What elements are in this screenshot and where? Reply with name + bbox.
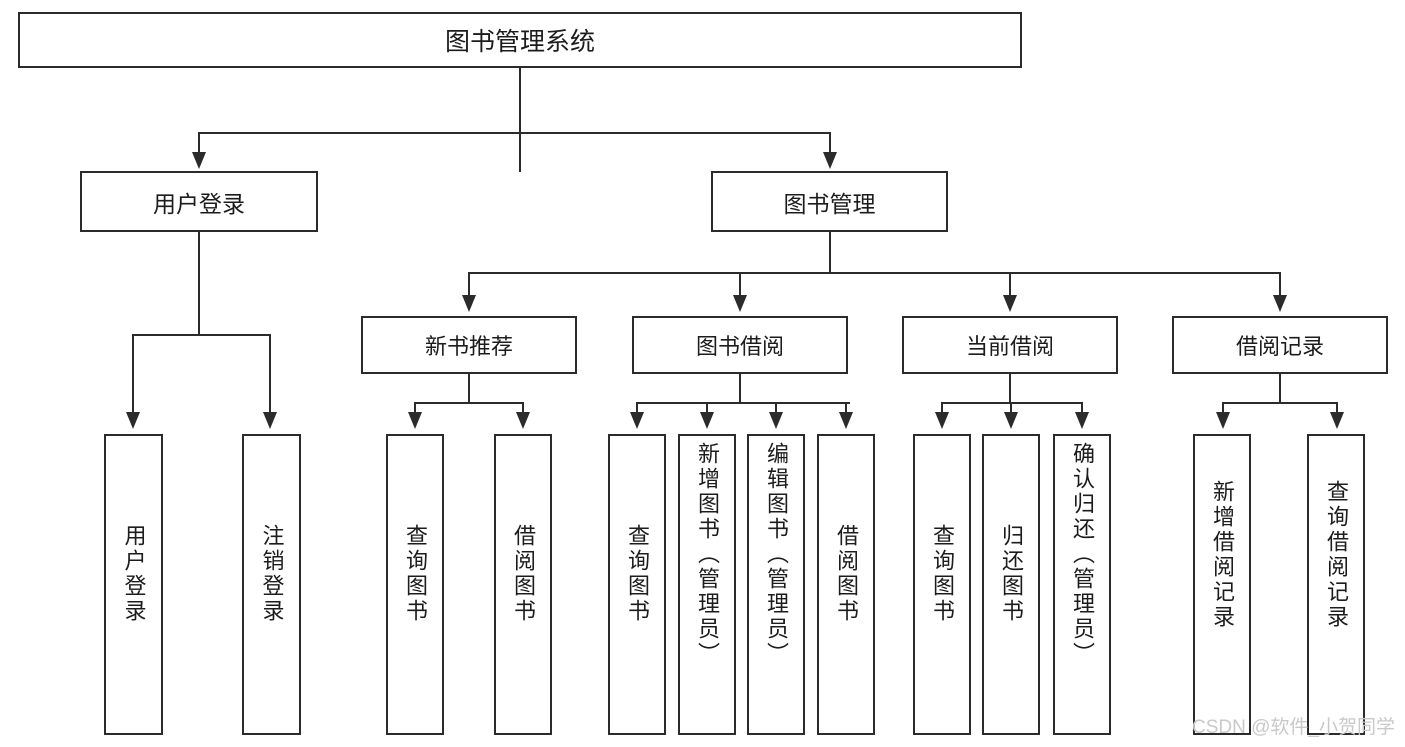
node-user-login[interactable]: 用户登录 xyxy=(80,171,318,232)
node-label: 用户登录 xyxy=(121,524,147,624)
node-label: 借阅记录 xyxy=(1235,334,1324,359)
leaf-query-borrow-record[interactable]: 查询借阅记录 xyxy=(1307,434,1365,735)
node-label: 图书借阅 xyxy=(695,334,784,359)
edge-root-to-book-manage xyxy=(829,132,831,154)
arrowhead-nb-leaf-1 xyxy=(408,412,422,429)
edge-br-drop-2 xyxy=(1336,402,1338,414)
edge-br-drop-1 xyxy=(1222,402,1224,414)
edge-book-borrow-stem xyxy=(739,374,741,404)
edge-book-manage-bus xyxy=(468,272,1281,274)
edge-borrow-record-bus xyxy=(1222,402,1338,404)
leaf-logout[interactable]: 注销登录 xyxy=(242,434,301,735)
edge-root-stem xyxy=(519,68,521,172)
node-new-book-recommend[interactable]: 新书推荐 xyxy=(361,316,577,374)
node-label: 编辑图书（管理员） xyxy=(764,442,789,667)
arrowhead-cb-leaf-2 xyxy=(1004,412,1018,429)
node-label: 图书管理系统 xyxy=(444,28,595,56)
leaf-query-book-current[interactable]: 查询图书 xyxy=(913,434,971,735)
arrowhead-bb-leaf-3 xyxy=(769,412,783,429)
arrowhead-bb-leaf-4 xyxy=(839,412,853,429)
leaf-add-borrow-record[interactable]: 新增借阅记录 xyxy=(1193,434,1251,735)
arrowhead-new-book-recommend xyxy=(462,295,476,312)
edge-new-book-drop-1 xyxy=(414,402,416,414)
node-book-borrow[interactable]: 图书借阅 xyxy=(632,316,848,374)
arrowhead-user-login xyxy=(192,152,206,169)
node-label: 借阅图书 xyxy=(834,524,859,624)
arrowhead-book-manage xyxy=(823,152,837,169)
edge-user-login-stem xyxy=(198,232,200,335)
node-label: 新书推荐 xyxy=(424,334,513,359)
edge-root-to-user-login xyxy=(198,132,200,154)
edge-root-bus xyxy=(198,132,831,134)
edge-book-manage-drop-1 xyxy=(468,272,470,297)
leaf-return-book[interactable]: 归还图书 xyxy=(982,434,1040,735)
arrowhead-bb-leaf-1 xyxy=(630,412,644,429)
node-label: 确认归还（管理员） xyxy=(1070,442,1095,667)
arrowhead-cb-leaf-1 xyxy=(935,412,949,429)
node-label: 注销登录 xyxy=(259,524,285,624)
arrowhead-leaf-logout xyxy=(263,412,277,429)
arrowhead-borrow-record xyxy=(1273,295,1287,312)
node-label: 查询图书 xyxy=(403,524,428,624)
edge-bb-drop-2 xyxy=(706,402,708,414)
edge-bb-drop-1 xyxy=(636,402,638,414)
arrowhead-bb-leaf-2 xyxy=(700,412,714,429)
edge-book-manage-drop-4 xyxy=(1279,272,1281,297)
node-label: 用户登录 xyxy=(153,190,245,217)
node-current-borrow[interactable]: 当前借阅 xyxy=(902,316,1118,374)
node-label: 查询借阅记录 xyxy=(1324,480,1349,630)
leaf-user-login[interactable]: 用户登录 xyxy=(104,434,163,735)
edge-cb-drop-1 xyxy=(941,402,943,414)
edge-bb-drop-3 xyxy=(775,402,777,414)
arrowhead-book-borrow xyxy=(733,295,747,312)
node-label: 借阅图书 xyxy=(511,524,536,624)
node-label: 当前借阅 xyxy=(965,334,1054,359)
node-label: 图书管理 xyxy=(783,190,876,217)
arrowhead-cb-leaf-3 xyxy=(1075,412,1089,429)
edge-bb-drop-4 xyxy=(845,402,847,414)
edge-borrow-record-stem xyxy=(1279,374,1281,404)
edge-book-manage-stem xyxy=(829,232,831,274)
arrowhead-br-leaf-2 xyxy=(1330,412,1344,429)
leaf-query-book-recommend[interactable]: 查询图书 xyxy=(386,434,444,735)
node-borrow-record[interactable]: 借阅记录 xyxy=(1172,316,1388,374)
edge-user-login-drop-1 xyxy=(132,334,134,414)
node-root-system[interactable]: 图书管理系统 xyxy=(18,12,1022,68)
arrowhead-leaf-user-login xyxy=(126,412,140,429)
leaf-borrow-book-recommend[interactable]: 借阅图书 xyxy=(494,434,552,735)
arrowhead-current-borrow xyxy=(1003,295,1017,312)
leaf-borrow-book[interactable]: 借阅图书 xyxy=(817,434,875,735)
leaf-confirm-return-admin[interactable]: 确认归还（管理员） xyxy=(1053,434,1111,735)
leaf-edit-book-admin[interactable]: 编辑图书（管理员） xyxy=(747,434,805,735)
node-book-management[interactable]: 图书管理 xyxy=(711,171,948,232)
edge-new-book-drop-2 xyxy=(522,402,524,414)
leaf-add-book-admin[interactable]: 新增图书（管理员） xyxy=(678,434,736,735)
edge-book-manage-drop-3 xyxy=(1009,272,1011,297)
node-label: 归还图书 xyxy=(999,524,1024,624)
node-label: 查询图书 xyxy=(930,524,955,624)
edge-cb-drop-3 xyxy=(1081,402,1083,414)
edge-user-login-drop-2 xyxy=(269,334,271,414)
edge-book-manage-drop-2 xyxy=(739,272,741,297)
edge-current-borrow-stem xyxy=(1009,374,1011,404)
arrowhead-br-leaf-1 xyxy=(1216,412,1230,429)
arrowhead-nb-leaf-2 xyxy=(516,412,530,429)
node-label: 新增图书（管理员） xyxy=(695,442,720,667)
leaf-query-book-borrow[interactable]: 查询图书 xyxy=(608,434,666,735)
node-label: 新增借阅记录 xyxy=(1210,480,1235,630)
edge-cb-drop-2 xyxy=(1010,402,1012,414)
edge-new-book-stem xyxy=(468,374,470,404)
node-label: 查询图书 xyxy=(625,524,650,624)
edge-user-login-bus xyxy=(132,334,270,336)
edge-new-book-bus xyxy=(414,402,524,404)
edge-book-borrow-bus xyxy=(636,402,850,404)
edge-current-borrow-bus xyxy=(941,402,1083,404)
